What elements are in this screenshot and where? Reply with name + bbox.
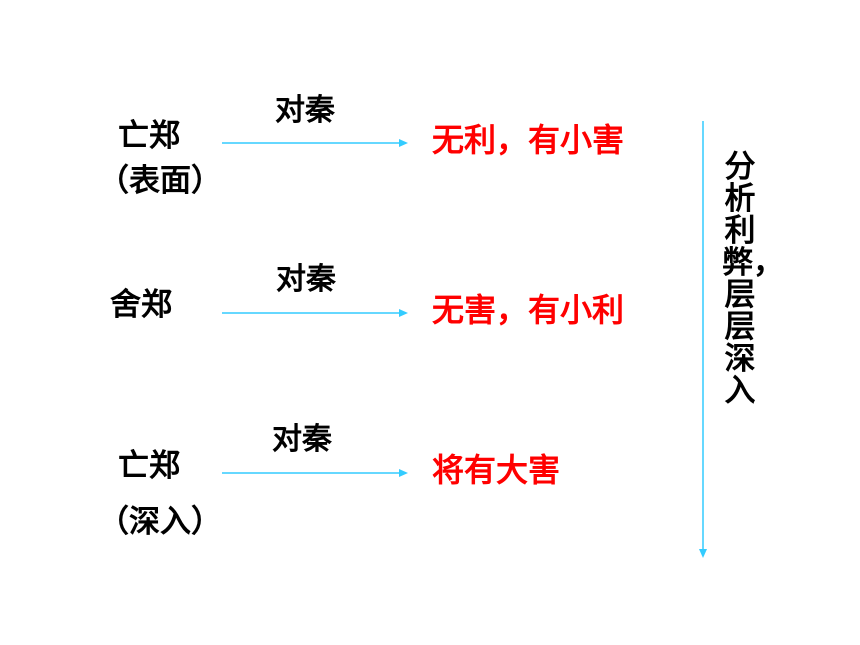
row1-arrow-label: 对秦 bbox=[275, 93, 335, 128]
arrow-row2 bbox=[222, 309, 408, 317]
row3-arrow-label: 对秦 bbox=[272, 422, 332, 457]
side-note-vertical: 分析利弊，层层深入 bbox=[722, 149, 784, 409]
row3-sub-label: （深入） bbox=[98, 504, 222, 540]
row2-arrow-label: 对秦 bbox=[276, 262, 336, 297]
row3-result: 将有大害 bbox=[432, 451, 561, 489]
row2-result: 无害，有小利 bbox=[432, 291, 625, 329]
row1-sub-label: （表面） bbox=[98, 163, 222, 199]
row2-left-label: 舍郑 bbox=[110, 287, 172, 323]
row3-left-label: 亡郑 bbox=[118, 448, 180, 484]
arrow-row1 bbox=[222, 139, 408, 147]
vertical-arrow bbox=[699, 121, 707, 558]
row1-result: 无利，有小害 bbox=[432, 121, 625, 159]
row1-left-label: 亡郑 bbox=[118, 118, 180, 154]
arrow-row3 bbox=[222, 469, 408, 477]
